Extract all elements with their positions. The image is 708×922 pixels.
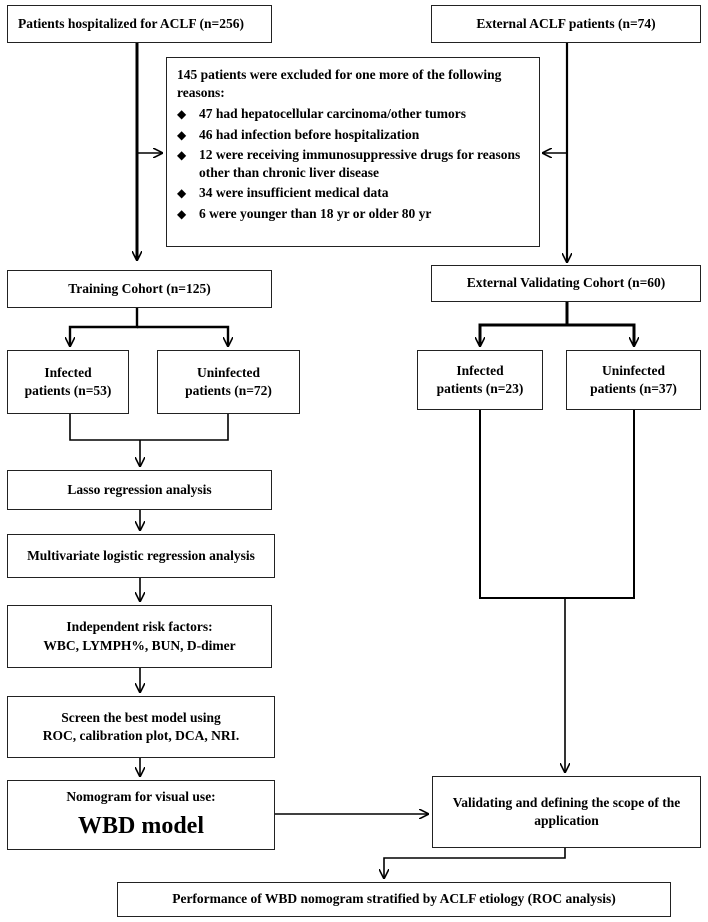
diamond-bullet-icon: ◆ bbox=[177, 186, 187, 201]
multivariate-box: Multivariate logistic regression analysi… bbox=[7, 534, 275, 578]
training-uninfected-line1: Uninfected bbox=[197, 364, 260, 380]
validation-cohort-box: External Validating Cohort (n=60) bbox=[431, 265, 701, 302]
validation-infected-line1: Infected bbox=[456, 362, 504, 378]
performance-label: Performance of WBD nomogram stratified b… bbox=[172, 891, 616, 907]
merge-training-groups bbox=[69, 414, 229, 441]
exclusion-list: ◆ 47 had hepatocellular carcinoma/other t… bbox=[177, 105, 529, 222]
diamond-bullet-icon: ◆ bbox=[177, 127, 187, 142]
training-uninfected-box: Uninfected patients (n=72) bbox=[157, 350, 300, 414]
diamond-bullet-icon: ◆ bbox=[177, 107, 187, 122]
validation-uninfected-box: Uninfected patients (n=37) bbox=[566, 350, 701, 410]
risk-factors-line1: Independent risk factors: bbox=[66, 619, 213, 635]
exclusion-item: ◆ 47 had hepatocellular carcinoma/other t… bbox=[177, 105, 529, 123]
training-cohort-label: Training Cohort (n=125) bbox=[68, 280, 211, 296]
exclusion-text: 6 were younger than 18 yr or older 80 yr bbox=[199, 205, 432, 221]
arrow-to-uninfected-train bbox=[137, 325, 228, 346]
training-cohort-box: Training Cohort (n=125) bbox=[7, 270, 272, 308]
validation-uninfected-line1: Uninfected bbox=[602, 362, 665, 378]
validation-uninfected-line2: patients (n=37) bbox=[590, 381, 677, 396]
exclusion-text: 12 were receiving immunosuppressive drug… bbox=[199, 146, 521, 181]
merge-validation-groups bbox=[479, 410, 635, 599]
screen-model-box: Screen the best model using ROC, calibra… bbox=[7, 696, 275, 758]
arrow-to-performance bbox=[384, 848, 566, 878]
wbd-model-title: WBD model bbox=[78, 812, 204, 839]
multivariate-label: Multivariate logistic regression analysi… bbox=[27, 547, 255, 563]
validating-label: Validating and defining the scope of the… bbox=[452, 794, 681, 828]
arrow-to-infected-val bbox=[480, 302, 569, 346]
exclusion-item: ◆ 46 had infection before hospitalization bbox=[177, 126, 529, 144]
hospitalized-patients-label: Patients hospitalized for ACLF (n=256) bbox=[18, 15, 244, 31]
exclusion-box: 145 patients were excluded for one more … bbox=[166, 57, 540, 247]
training-uninfected-line2: patients (n=72) bbox=[185, 383, 272, 398]
exclusion-heading: 145 patients were excluded for one more … bbox=[177, 67, 502, 101]
exclusion-item: ◆ 12 were receiving immunosuppressive dru… bbox=[177, 146, 529, 182]
lasso-box: Lasso regression analysis bbox=[7, 470, 272, 510]
screen-model-line1: Screen the best model using bbox=[61, 709, 221, 725]
training-infected-line2: patients (n=53) bbox=[24, 383, 112, 398]
external-patients-label: External ACLF patients (n=74) bbox=[476, 15, 656, 31]
external-patients-box: External ACLF patients (n=74) bbox=[431, 5, 701, 43]
arrow-to-uninfected-val bbox=[567, 323, 634, 346]
exclusion-text: 46 had infection before hospitalization bbox=[199, 126, 420, 142]
exclusion-item: ◆ 6 were younger than 18 yr or older 80 y… bbox=[177, 205, 529, 223]
screen-model-line2: ROC, calibration plot, DCA, NRI. bbox=[42, 728, 240, 743]
validating-box: Validating and defining the scope of the… bbox=[432, 776, 701, 848]
exclusion-text: 47 had hepatocellular carcinoma/other tu… bbox=[199, 106, 466, 122]
exclusion-text: 34 were insufficient medical data bbox=[199, 185, 389, 201]
nomogram-box: Nomogram for visual use: WBD model bbox=[7, 780, 275, 850]
training-infected-box: Infected patients (n=53) bbox=[7, 350, 129, 414]
risk-factors-line2: WBC, LYMPH%, BUN, D-dimer bbox=[43, 637, 236, 653]
nomogram-line1: Nomogram for visual use: bbox=[66, 788, 216, 804]
hospitalized-patients-box: Patients hospitalized for ACLF (n=256) bbox=[7, 5, 272, 43]
performance-box: Performance of WBD nomogram stratified b… bbox=[117, 882, 671, 917]
validation-cohort-label: External Validating Cohort (n=60) bbox=[466, 275, 666, 291]
validation-infected-line2: patients (n=23) bbox=[436, 381, 524, 396]
exclusion-item: ◆ 34 were insufficient medical data bbox=[177, 184, 529, 202]
diamond-bullet-icon: ◆ bbox=[177, 206, 187, 221]
lasso-label: Lasso regression analysis bbox=[67, 481, 212, 497]
risk-factors-box: Independent risk factors: WBC, LYMPH%, B… bbox=[7, 605, 272, 668]
training-infected-line1: Infected bbox=[44, 364, 92, 380]
arrow-to-infected-train bbox=[70, 308, 139, 346]
diamond-bullet-icon: ◆ bbox=[177, 147, 187, 162]
validation-infected-box: Infected patients (n=23) bbox=[417, 350, 543, 410]
